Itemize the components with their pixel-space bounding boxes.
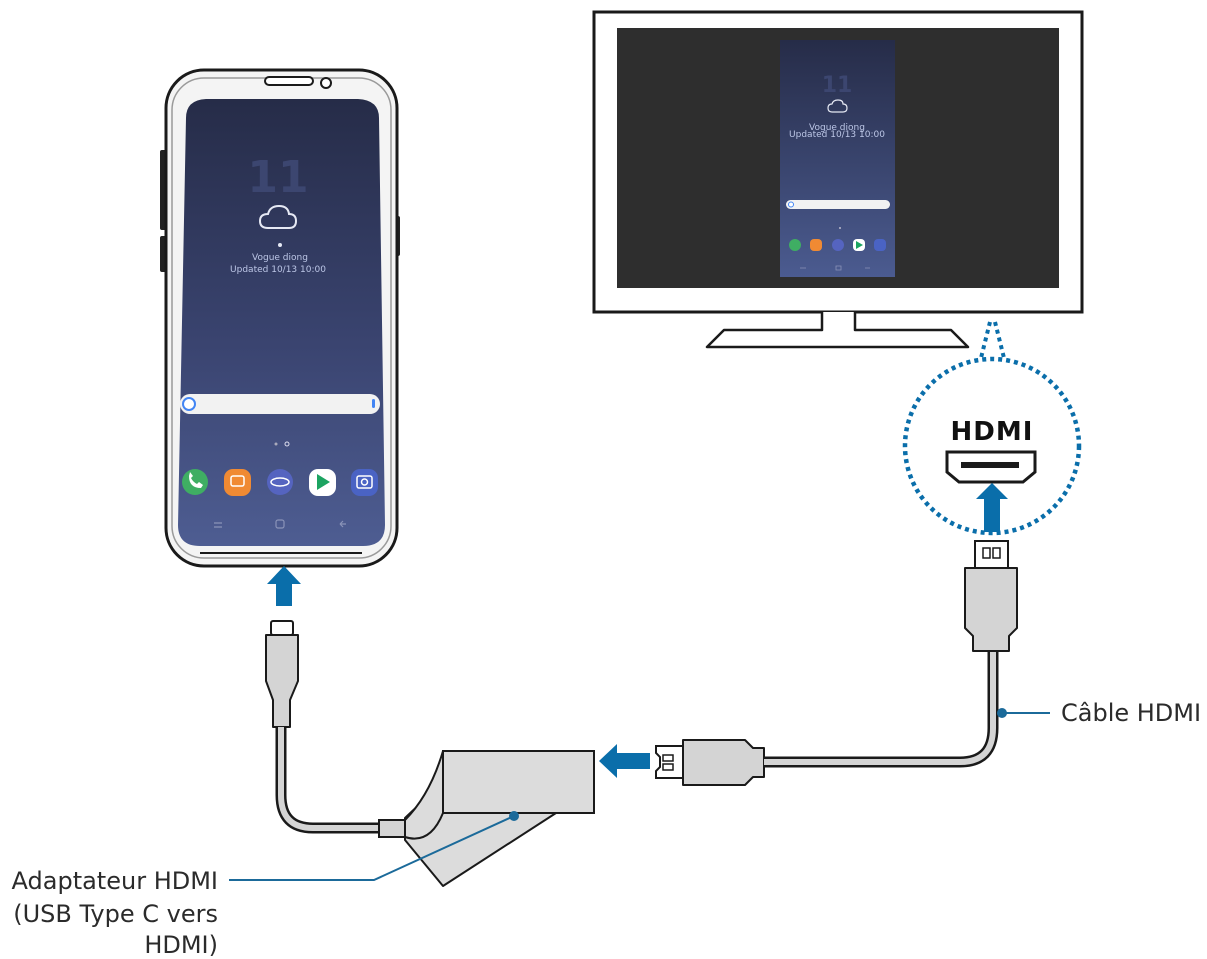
usb-c-cable — [275, 727, 381, 834]
phone-handset-glyph — [189, 472, 203, 488]
tv-messages-app-icon — [810, 239, 822, 251]
tv-camera-app-icon — [874, 239, 886, 251]
zoom-connector-lines — [978, 321, 1007, 363]
hdmi-plug-tv-side — [964, 540, 1018, 652]
tv-nav-bar — [800, 265, 870, 271]
usb-c-plug — [265, 620, 299, 728]
mirrored-screen — [780, 40, 895, 277]
tv-page-indicator — [839, 227, 841, 229]
hdmi-cable — [764, 650, 999, 768]
mic-icon — [372, 399, 375, 408]
tv-play-store-triangle-glyph — [856, 241, 863, 249]
page-indicator — [274, 442, 278, 446]
camera-app-icon — [351, 469, 378, 496]
usb-c-cable-inner — [278, 727, 381, 831]
hdmi-plug-contact — [982, 547, 991, 559]
hdmi-adapter — [378, 750, 595, 887]
phone-screen — [178, 99, 385, 546]
phone-updated: Updated 10/13 10:00 — [230, 265, 326, 275]
back-icon — [339, 520, 346, 528]
adapter-strain-relief — [378, 819, 406, 838]
weather-cloud-icon — [258, 204, 298, 229]
front-camera — [320, 77, 332, 89]
tv-search-bar — [786, 200, 890, 209]
play-store-triangle-glyph — [317, 474, 330, 490]
tv-stand — [705, 312, 970, 349]
camera-lens-glyph — [360, 478, 369, 486]
hdmi-plug-contact — [662, 754, 674, 762]
adapter-main-body — [442, 750, 595, 814]
google-icon — [182, 397, 196, 411]
camera-lens-glyph — [356, 475, 373, 489]
tv-updated: Updated 10/13 10:00 — [789, 130, 885, 140]
phone-search-bar — [180, 394, 380, 414]
tv-clock: 11 — [822, 73, 853, 98]
adapter-label-line-1: Adaptateur HDMI — [12, 867, 218, 895]
home-button-icon — [275, 519, 285, 529]
phone-app-icon — [182, 469, 208, 495]
callout-line — [229, 815, 515, 881]
adapter-label-line-2: (USB Type C vers — [13, 900, 218, 928]
arrow-left-into-adapter — [599, 744, 650, 778]
hdmi-plug-metal — [655, 745, 684, 779]
internet-planet-glyph — [270, 477, 290, 487]
arrows — [267, 483, 1008, 778]
hdmi-logo: HDMI — [951, 417, 1034, 447]
cable-label: Câble HDMI — [1061, 699, 1201, 727]
tv-location: Vogue diong — [809, 123, 865, 133]
tv-weather-cloud-icon — [827, 99, 848, 113]
hdmi-plug-adapter-side — [655, 739, 765, 786]
tv-internet-app-icon — [832, 239, 844, 251]
television: 11 Vogue diong Updated 10/13 10:00 — [592, 10, 1084, 349]
phone-clock: 11 — [247, 152, 308, 203]
callout-adapter: Adaptateur HDMI (USB Type C vers HDMI) — [12, 811, 519, 959]
messages-bubble-glyph — [230, 475, 245, 487]
hdmi-port-zoom: HDMI — [902, 321, 1082, 536]
earpiece-speaker — [264, 76, 314, 86]
hdmi-plug-housing — [964, 567, 1018, 652]
usb-c-housing — [265, 634, 299, 728]
messages-app-icon — [224, 469, 251, 496]
phone-location: Vogue diong — [252, 253, 308, 263]
page-indicator — [284, 441, 290, 447]
app-dock — [182, 469, 378, 496]
tv-google-icon — [788, 201, 794, 208]
hdmi-plug-housing — [682, 739, 765, 786]
callout-cable: Câble HDMI — [997, 699, 1201, 727]
usb-c-tip — [270, 620, 294, 636]
hdmi-plug-metal — [974, 540, 1009, 569]
hdmi-plug-contact — [662, 763, 674, 771]
arrow-up-into-phone — [267, 566, 301, 606]
tv-phone-app-icon — [789, 239, 801, 251]
smartphone: 11 Vogue diong Updated 10/13 10:00 — [160, 68, 400, 568]
adapter-taper — [404, 750, 444, 840]
location-pin-icon — [278, 243, 282, 247]
hdmi-cable-inner — [764, 650, 996, 765]
zoom-circle — [902, 356, 1082, 536]
recent-apps-icon — [214, 522, 222, 528]
hdmi-plug-contact — [992, 547, 1001, 559]
internet-app-icon — [267, 469, 293, 495]
hdmi-port-pins — [961, 462, 1019, 468]
arrow-up-into-hdmi-port — [976, 483, 1008, 532]
adapter-label-line-3: HDMI) — [144, 931, 218, 959]
